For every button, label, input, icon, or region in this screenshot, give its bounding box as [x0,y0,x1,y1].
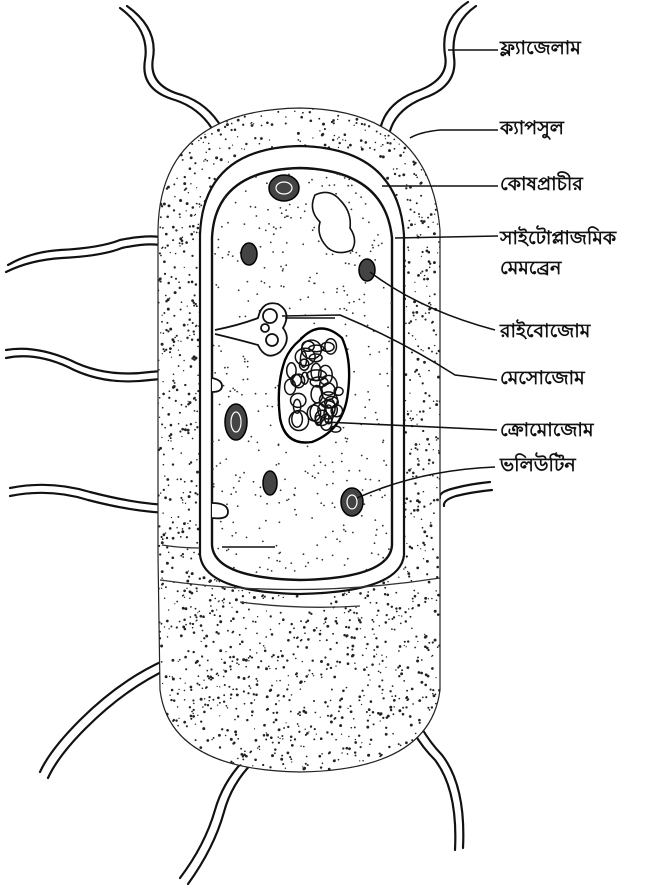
pointer-capsule [410,130,498,138]
label-cell-wall: কোষপ্রাচীর [500,174,583,196]
flagellum-bottom-left [40,660,165,772]
granule-5 [263,471,277,495]
granule-1 [269,175,299,201]
label-flagellum: ফ্ল্যাজেলাম [500,38,581,60]
label-volutin: ভলিউটিন [500,455,576,477]
label-cytoplasmic-membrane-line2: মেমব্রেন [500,258,561,280]
granule-2 [241,243,257,265]
granule-3 [359,259,375,281]
label-chromosome: ক্রোমোজোম [500,420,594,442]
label-cytoplasmic-membrane-line1: সাইটোপ্লাজমিক [500,228,616,250]
flagellum-left-1 [8,236,165,265]
label-ribosome: রাইবোজোম [500,321,590,343]
flagellum-top-left-inner [127,6,226,136]
granule-6 [341,488,363,516]
flagellum-bottom-mid [180,750,255,878]
label-mesosome: মেসোজোম [500,368,585,390]
granule-4 [225,404,247,440]
label-capsule: ক্যাপসুল [500,118,564,140]
flagellum-top-left [120,8,218,140]
flagellum-top-right-inner [389,6,476,135]
